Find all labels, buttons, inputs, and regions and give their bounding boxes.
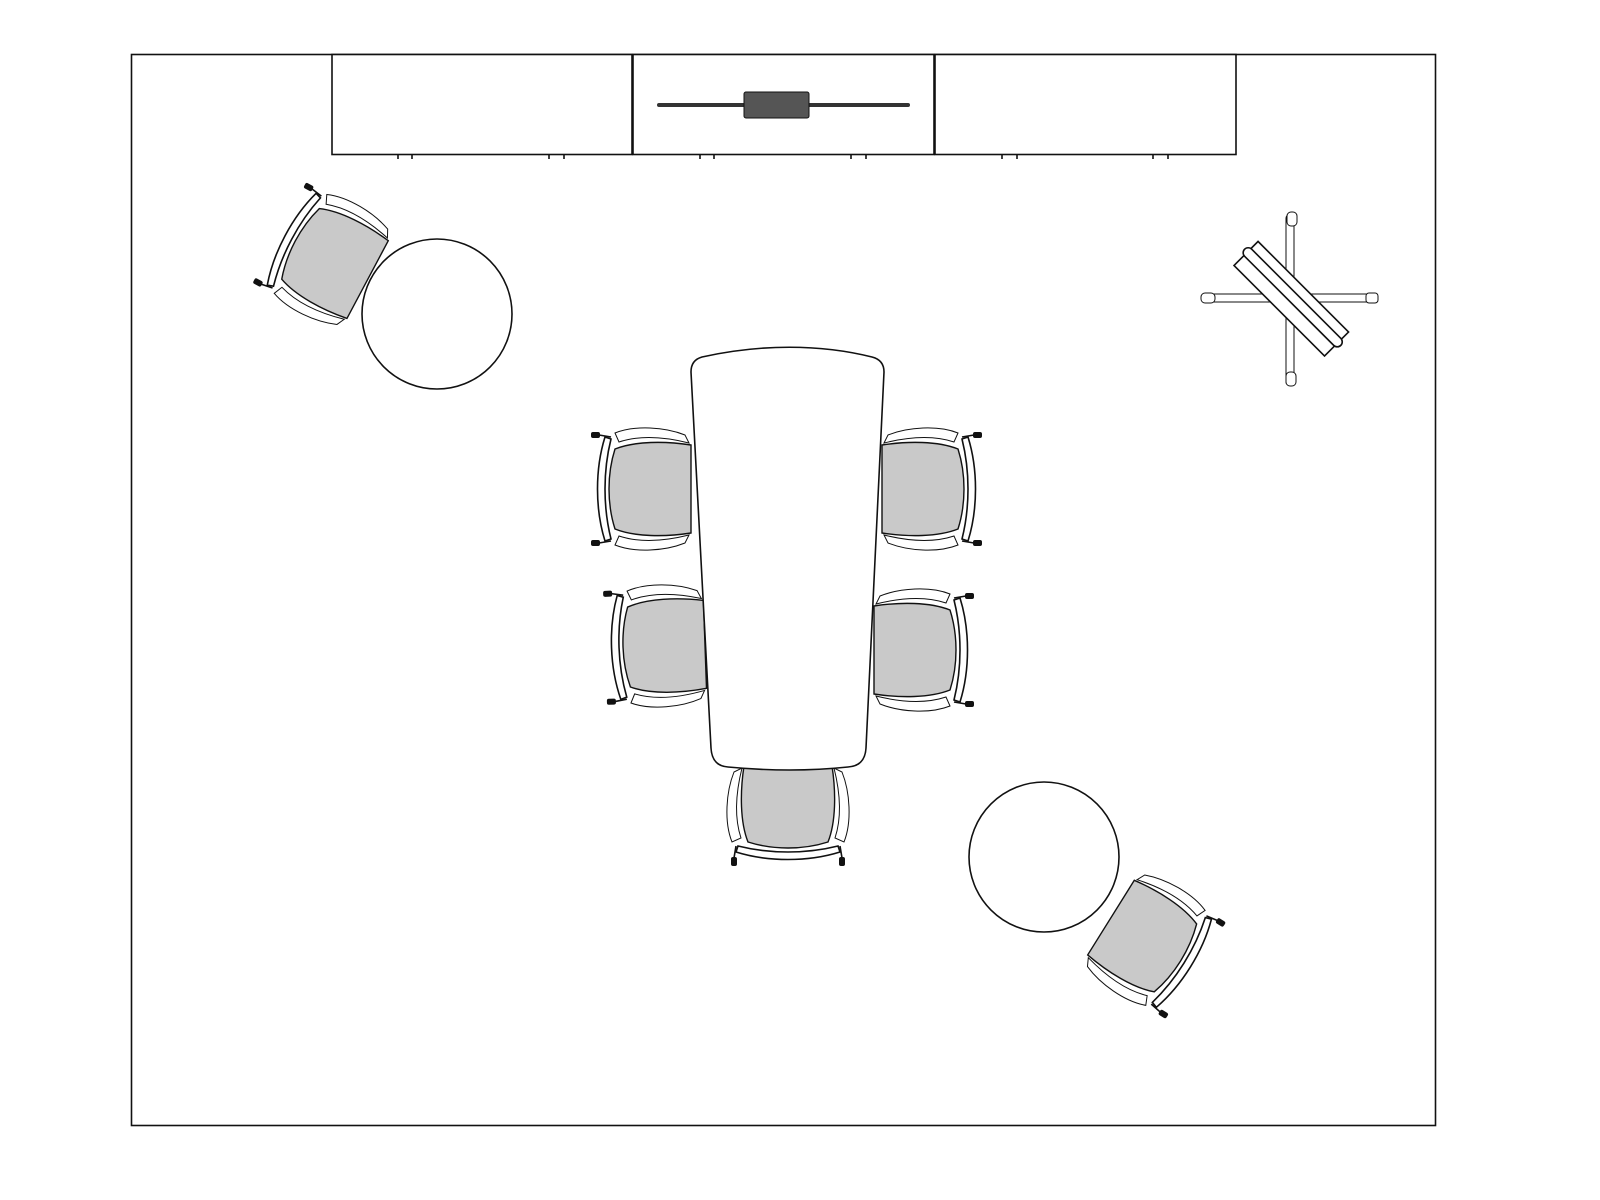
round-side-table-right xyxy=(968,781,1120,933)
credenza xyxy=(331,53,1237,159)
credenza-feet xyxy=(397,155,1169,159)
display-device xyxy=(743,91,810,119)
conference-chair-left-2 xyxy=(602,582,708,710)
task-chair xyxy=(1200,211,1379,387)
conference-table xyxy=(690,346,885,771)
credenza-cabinet-left xyxy=(331,53,633,156)
credenza-cabinet-right xyxy=(934,53,1237,156)
round-side-table-left xyxy=(361,238,513,390)
